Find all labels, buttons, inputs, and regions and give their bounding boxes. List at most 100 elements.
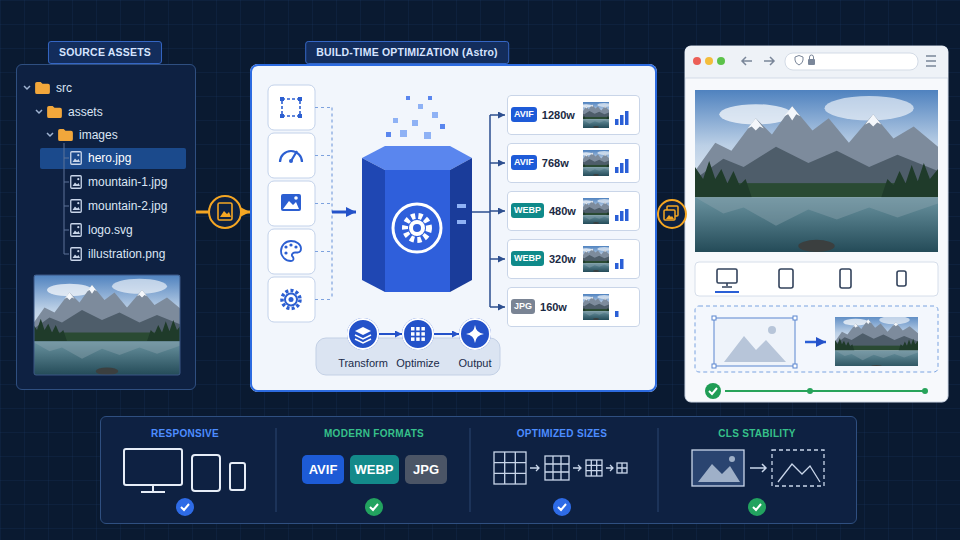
delivery-arrow: [664, 210, 675, 220]
delivery-arrow: [666, 215, 674, 219]
transfer-icon: [218, 203, 232, 220]
output-fan: [620, 115, 624, 125]
browser-window: [685, 46, 948, 402]
optimizer-cube: [405, 216, 429, 240]
features-art: [176, 498, 194, 516]
folder-name: src: [56, 81, 72, 95]
optimizer-cube: [440, 124, 445, 129]
pipeline-strip: [402, 318, 434, 350]
build-panel-art: [283, 201, 299, 209]
features-art: [729, 456, 735, 462]
source-tree: [71, 200, 82, 213]
browser-window: [685, 46, 948, 402]
pipeline-strip: [421, 332, 425, 336]
format-badge: JPG: [511, 299, 535, 314]
feature-heading: OPTIMIZED SIZES: [517, 427, 608, 440]
pipeline-strip: [411, 327, 415, 331]
features-art: [192, 455, 220, 491]
output-fan: [490, 306, 505, 308]
optimizer-cube: [386, 96, 445, 137]
build-panel-art: [268, 229, 315, 274]
features-art: [494, 452, 627, 484]
build-panel-art: [282, 291, 300, 309]
pill-label: WEBP: [355, 462, 394, 478]
browser-window: [922, 388, 928, 394]
features-art: [617, 463, 627, 473]
pipeline-strip: [466, 325, 484, 343]
build-panel-art: [294, 196, 298, 200]
output-fan: [620, 259, 624, 269]
build-panel-art: [284, 243, 297, 254]
file-name: logo.svg: [88, 223, 133, 237]
browser-window: [793, 316, 797, 320]
step-label: Output: [458, 356, 491, 370]
optimizer-cube: [406, 96, 410, 100]
browser-window: [768, 326, 776, 334]
features-art: [100, 416, 857, 524]
folder-name: images: [79, 128, 118, 142]
source-tree: [47, 106, 62, 118]
format-pill: AVIF: [302, 455, 344, 484]
browser-window: [705, 57, 713, 65]
transfer-icon: [220, 211, 231, 217]
output-row: WEBP480w: [507, 191, 640, 231]
format-badge: WEBP: [511, 251, 544, 266]
output-fan: [490, 162, 505, 164]
features-art: [553, 498, 571, 516]
build-panel-art: [268, 181, 315, 226]
optimizer-cube: [412, 120, 418, 126]
optimizer-cube: [418, 104, 423, 109]
optimizer-cube: [393, 104, 438, 139]
optimizer-cube: [393, 204, 441, 252]
source-tree: [71, 248, 82, 261]
file-name: hero.jpg: [88, 151, 131, 165]
panel-heading: BUILD-TIME OPTIMIZATION (Astro): [305, 41, 509, 64]
browser-window: [693, 57, 701, 65]
output-fan: [472, 115, 490, 307]
step-circle: Transform: [347, 318, 379, 350]
flow-arrow: [434, 333, 459, 335]
output-fan: [577, 150, 616, 176]
browser-window: [793, 364, 797, 368]
output-fan: [625, 209, 629, 221]
format-badge: AVIF: [511, 107, 537, 122]
source-tree: [71, 224, 82, 237]
output-row: WEBP320w: [507, 239, 640, 279]
build-panel: AVIF1280wAVIF768wWEBP480wWEBP320wJPG160w…: [250, 64, 657, 392]
features-art: [530, 465, 539, 471]
file-name: mountain-2.jpg: [88, 199, 167, 213]
build-panel-art: [281, 241, 301, 261]
output-fan: [577, 246, 616, 272]
folder-name: assets: [68, 105, 103, 119]
output-fan: [507, 191, 640, 231]
browser-window: [807, 388, 813, 394]
optimizer-cube: [432, 112, 438, 118]
step-circle: Output: [459, 318, 491, 350]
output-row: AVIF 1280w: [507, 95, 640, 135]
pipeline-strip: [416, 327, 420, 331]
width-label: 1280w: [542, 108, 575, 122]
build-panel-art: [315, 108, 332, 300]
features-art: [494, 452, 526, 484]
source-tree: [71, 176, 82, 189]
features-art: [606, 465, 613, 471]
output-fan: [490, 210, 505, 212]
file-name: illustration.png: [88, 247, 165, 261]
optimizer-cube: [362, 96, 472, 292]
build-panel-art: [294, 245, 297, 248]
build-panel-art: [280, 97, 302, 118]
browser-window: [742, 57, 774, 65]
step-circle: Optimize: [402, 318, 434, 350]
width-label: 160w: [540, 300, 567, 314]
optimizer-cube: [428, 96, 432, 100]
features-art: [230, 463, 245, 490]
browser-window: [712, 364, 716, 368]
features-art: [750, 464, 766, 472]
optimizer-cube: [362, 146, 472, 170]
format-pill: JPG: [405, 455, 447, 484]
build-panel-art: [289, 297, 294, 302]
